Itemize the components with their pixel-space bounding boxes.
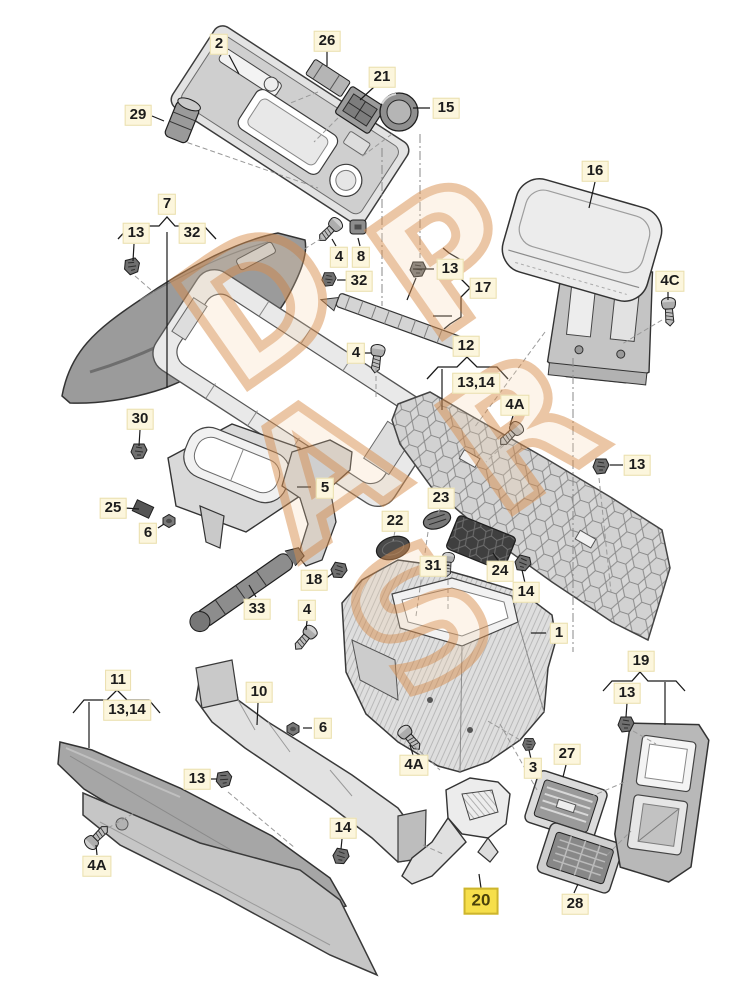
part-label-32-10[interactable]: 32 [345,270,373,292]
part-label-15-3[interactable]: 15 [432,97,460,119]
part-label-4A-18[interactable]: 4A [500,394,530,416]
part-label-27-42[interactable]: 27 [553,743,581,765]
part-12-side-panel-hex [391,391,671,642]
part-label-1-32[interactable]: 1 [549,622,569,644]
part-label-26-1[interactable]: 26 [313,30,341,52]
bracket-group-19 [602,671,686,692]
part-label-18-25[interactable]: 18 [300,569,328,591]
part-label-4-26[interactable]: 4 [297,599,317,621]
part-label-14-39[interactable]: 14 [329,817,357,839]
part-label-23-28[interactable]: 23 [427,487,455,509]
part-label-30-20[interactable]: 30 [126,408,154,430]
part-label-22-27[interactable]: 22 [381,510,409,532]
part-label-8-9[interactable]: 8 [351,246,371,268]
fasteners [81,214,678,866]
part-label-4-13[interactable]: 4 [346,342,366,364]
part-label-12-16[interactable]: 12 [452,335,480,357]
part-label-32-7[interactable]: 32 [178,222,206,244]
part-label-4A-45[interactable]: 4A [399,754,429,776]
part-20-bracket [401,777,511,885]
part-15-rotary-knob [379,92,419,132]
part-16-armrest-lid [501,178,663,302]
part-label-13-6[interactable]: 13 [122,222,150,244]
part-label-6-22[interactable]: 6 [138,522,158,544]
dashed-leaders [107,91,663,856]
bracket-group-12 [426,356,509,380]
part-label-11-33[interactable]: 11 [105,669,131,691]
part-label-6-36[interactable]: 6 [313,717,333,739]
solid-leaders [88,51,669,894]
part-label-28-43[interactable]: 28 [561,893,589,915]
construction-lines [381,134,574,652]
part-2-shifter-trim-plate [170,25,410,225]
part-25-plate [131,499,155,519]
part-label-13-19[interactable]: 13 [623,454,651,476]
part-26-switch [305,59,351,97]
part-label-21-2[interactable]: 21 [368,66,396,88]
part-label-7-5[interactable]: 7 [157,193,177,215]
part-label-31-29[interactable]: 31 [419,555,447,577]
part-29-socket [164,97,201,144]
part-label-13-11[interactable]: 13 [436,258,464,280]
part-label-3-44[interactable]: 3 [523,757,543,779]
part-label-17-12[interactable]: 17 [469,277,497,299]
part-21-switch-block [335,86,385,134]
part-22-round-mat [375,535,411,561]
part-label-20-46[interactable]: 20 [463,887,499,915]
part-24-rubber-mat [446,515,516,571]
part-label-24-30[interactable]: 24 [486,560,514,582]
part-label-16-14[interactable]: 16 [581,160,609,182]
part-label-33-24[interactable]: 33 [243,598,271,620]
part-5-cupholder-bracket [167,423,353,567]
part-label-5-23[interactable]: 5 [315,477,335,499]
part-label-1314-34[interactable]: 13,14 [103,699,151,721]
part-23-insert [422,510,452,530]
part-label-2-0[interactable]: 2 [209,33,229,55]
part-label-29-4[interactable]: 29 [124,104,152,126]
part-label-10-35[interactable]: 10 [245,681,273,703]
part-19-rear-panel [614,722,710,883]
part-27-air-vent [524,770,608,842]
part-label-14-31[interactable]: 14 [512,581,540,603]
part-1-console-body [341,559,557,773]
part-28-air-vent [536,822,624,894]
part-label-13-37[interactable]: 13 [183,768,211,790]
part-label-13-41[interactable]: 13 [613,682,641,704]
part-label-25-21[interactable]: 25 [99,497,127,519]
part-label-4-8[interactable]: 4 [329,246,349,268]
part-label-1314-17[interactable]: 13,14 [452,372,500,394]
part-label-19-40[interactable]: 19 [627,650,655,672]
part-label-4A-38[interactable]: 4A [82,855,112,877]
part-33-linkage-rod [189,547,305,633]
part-label-4C-15[interactable]: 4C [655,270,685,292]
